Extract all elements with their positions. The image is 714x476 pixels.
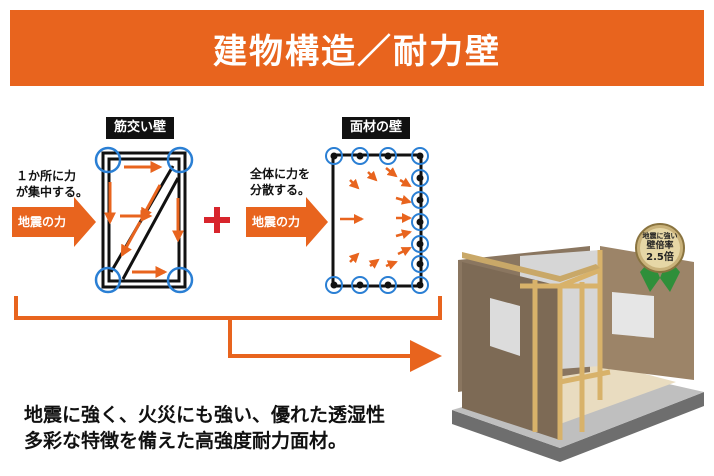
panel-wall-frame: [331, 153, 423, 288]
panel-wall-label: 面材の壁: [342, 117, 411, 139]
result-arrow: [410, 340, 442, 372]
panel-note-line2: 分散する。: [250, 183, 311, 197]
brace-force-arrows: [104, 161, 184, 278]
badge-line2: 壁倍率: [646, 241, 674, 251]
panel-note-line1: 全体に力を: [250, 167, 311, 181]
house-illustration: [452, 246, 704, 462]
force-arrow-left: [12, 197, 96, 247]
strength-badge: [635, 223, 685, 292]
braced-note-line1: １か所に力: [16, 169, 77, 183]
badge-line3: 2.5倍: [646, 252, 674, 263]
force-label-left: 地震の力: [18, 215, 67, 229]
header-banner: 建物構造／耐力壁: [10, 10, 704, 86]
plus-icon: [204, 207, 230, 233]
braced-note-line2: が集中する。: [16, 185, 89, 199]
badge-line1: 地震に強い: [642, 232, 678, 240]
braced-wall-frame: [101, 151, 187, 289]
panel-force-arrows: [340, 167, 412, 270]
panel-nail-points: [330, 152, 424, 289]
stress-circles-right: [325, 147, 429, 294]
caption-line2: 多彩な特徴を備えた高強度耐力面材。: [24, 430, 348, 452]
force-arrow-right: [246, 197, 328, 247]
caption: 地震に強く、火災にも強い、優れた透湿性 多彩な特徴を備えた高強度耐力面材。: [24, 402, 385, 454]
page-title: 建物構造／耐力壁: [213, 31, 501, 72]
stress-circles-left: [94, 146, 194, 294]
caption-line1: 地震に強く、火災にも強い、優れた透湿性: [24, 404, 386, 426]
braced-wall-label: 筋交い壁: [106, 117, 175, 139]
connector-lines: [14, 296, 442, 358]
force-label-right: 地震の力: [252, 215, 301, 229]
